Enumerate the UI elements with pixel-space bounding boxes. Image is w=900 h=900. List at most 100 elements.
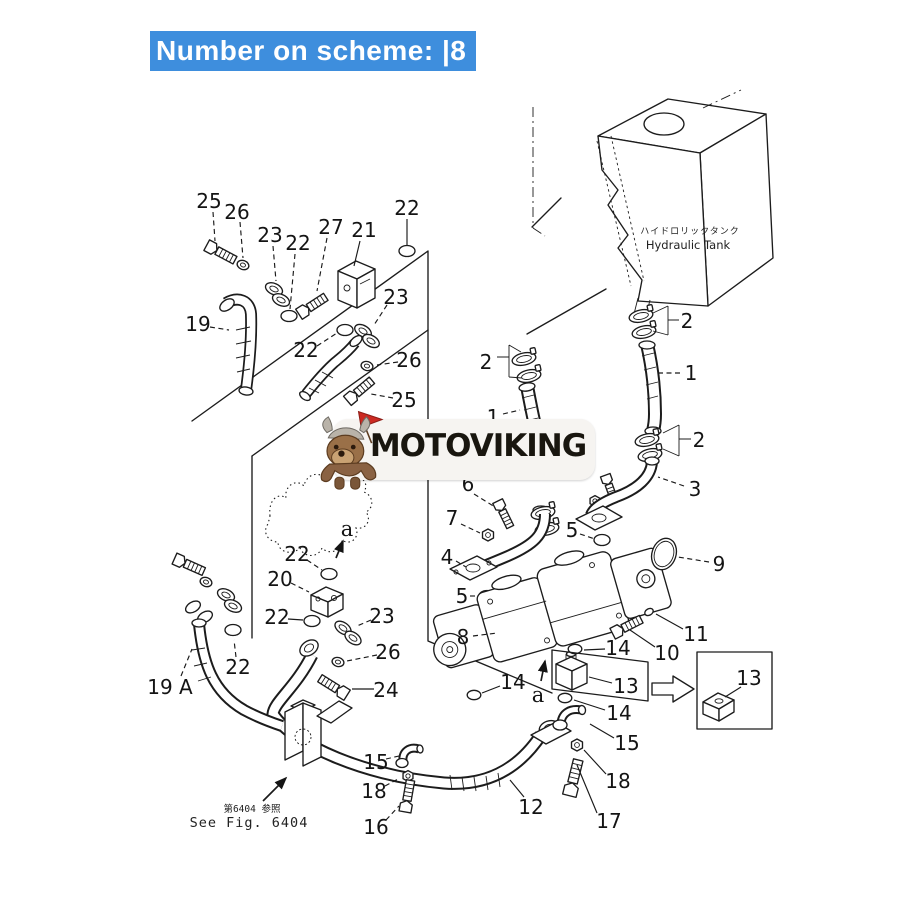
callout-25: 25 bbox=[391, 388, 416, 412]
leader-line bbox=[630, 630, 655, 647]
see-fig-arrow bbox=[263, 776, 288, 801]
leader-line bbox=[273, 246, 276, 281]
leader-line bbox=[291, 583, 309, 592]
washer-26 bbox=[235, 258, 251, 272]
bolt-17 bbox=[561, 757, 586, 799]
callout-a: a bbox=[532, 683, 545, 707]
leader-line bbox=[288, 619, 303, 620]
callout-14: 14 bbox=[606, 701, 631, 725]
upper-left-fitting-group bbox=[203, 239, 416, 407]
valve-block-21 bbox=[338, 261, 375, 308]
o-ring-22 bbox=[336, 323, 354, 337]
washer-11 bbox=[644, 607, 655, 617]
suction-line-left bbox=[450, 345, 620, 603]
wedge-plate bbox=[317, 701, 352, 723]
bracket-2-right-upper bbox=[653, 306, 679, 335]
leader-line bbox=[510, 780, 524, 797]
tank-label-jp: ハイドロリックタンク bbox=[640, 226, 739, 237]
callout-21: 21 bbox=[351, 218, 376, 242]
pump-assembly bbox=[418, 529, 681, 704]
clamp-2 bbox=[509, 346, 539, 369]
callout-22: 22 bbox=[284, 542, 309, 566]
o-ring-22 bbox=[303, 614, 321, 628]
leader-line bbox=[371, 394, 393, 398]
leader-line bbox=[473, 633, 497, 636]
leader-line bbox=[386, 806, 399, 820]
callout-1: 1 bbox=[685, 361, 698, 385]
callout-16: 16 bbox=[363, 815, 388, 839]
callout-9: 9 bbox=[713, 552, 726, 576]
motoviking-logo: MOTOVIKING bbox=[333, 419, 595, 480]
leader-line bbox=[307, 560, 322, 570]
pump-port bbox=[553, 548, 585, 568]
o-ring-14 bbox=[466, 689, 482, 701]
bolt-25 bbox=[203, 239, 239, 267]
leader-line bbox=[234, 640, 236, 657]
callout-18: 18 bbox=[605, 769, 630, 793]
leader-line bbox=[456, 561, 466, 567]
nut-7 bbox=[481, 528, 495, 542]
hose-19-hatch bbox=[236, 327, 251, 372]
leader-line bbox=[357, 620, 371, 626]
bracket-2-right-lower bbox=[663, 425, 691, 456]
o-ring-22 bbox=[280, 309, 298, 323]
logo-text: MOTOVIKING bbox=[369, 428, 587, 464]
block-20 bbox=[311, 587, 343, 617]
callout-5: 5 bbox=[566, 518, 579, 542]
o-ring-22 bbox=[224, 623, 242, 637]
pump-port bbox=[490, 572, 522, 592]
bolt-25 bbox=[342, 375, 377, 407]
leader-line bbox=[577, 765, 597, 813]
leader-line bbox=[213, 212, 215, 241]
washer-26 bbox=[198, 575, 214, 589]
callout-17: 17 bbox=[596, 809, 621, 833]
washer-26 bbox=[330, 655, 346, 669]
callout-14: 14 bbox=[500, 670, 525, 694]
pointer-arrow bbox=[537, 659, 548, 681]
callout-22: 22 bbox=[285, 231, 310, 255]
bolt-16 bbox=[398, 778, 418, 814]
clamp-2 bbox=[629, 319, 659, 342]
leader-line bbox=[474, 494, 495, 507]
bolt-6 bbox=[492, 498, 516, 531]
callout-10: 10 bbox=[654, 641, 679, 665]
leader-line bbox=[386, 756, 399, 759]
o-ring-14 bbox=[557, 692, 573, 704]
callout-24: 24 bbox=[373, 678, 398, 702]
leader-line bbox=[584, 750, 606, 774]
leader-line bbox=[385, 778, 400, 786]
pointer-arrow bbox=[334, 539, 343, 558]
callout-7: 7 bbox=[446, 506, 459, 530]
clamp-2 bbox=[514, 363, 544, 386]
callout-26: 26 bbox=[375, 640, 400, 664]
leader-line bbox=[181, 649, 192, 676]
leader-line bbox=[590, 724, 614, 738]
callout-22: 22 bbox=[293, 338, 318, 362]
o-ring-5 bbox=[593, 533, 611, 547]
callout-19A: 19 A bbox=[147, 675, 193, 699]
phantom-valve-outline bbox=[266, 471, 372, 556]
callout-26: 26 bbox=[224, 200, 249, 224]
callout-22: 22 bbox=[394, 196, 419, 220]
leader-line bbox=[210, 327, 229, 330]
hydraulic-tank: ハイドロリックタンク Hydraulic Tank bbox=[527, 90, 773, 334]
callout-22: 22 bbox=[264, 605, 289, 629]
leader-line bbox=[589, 677, 612, 683]
callout-5: 5 bbox=[456, 584, 469, 608]
callout-23: 23 bbox=[369, 604, 394, 628]
o-ring-22 bbox=[320, 567, 338, 581]
callout-13: 13 bbox=[736, 666, 761, 690]
leader-line bbox=[354, 241, 360, 266]
callout-13: 13 bbox=[613, 674, 638, 698]
elbow-15-left bbox=[396, 745, 424, 768]
callout-2: 2 bbox=[693, 428, 706, 452]
callout-15: 15 bbox=[614, 731, 639, 755]
delivery-line-lower bbox=[273, 637, 586, 799]
block-13-detail bbox=[703, 693, 734, 721]
callout-4: 4 bbox=[441, 545, 454, 569]
o-ring-22 bbox=[398, 244, 416, 258]
bolt-24 bbox=[316, 672, 351, 701]
leader-line bbox=[580, 534, 595, 539]
